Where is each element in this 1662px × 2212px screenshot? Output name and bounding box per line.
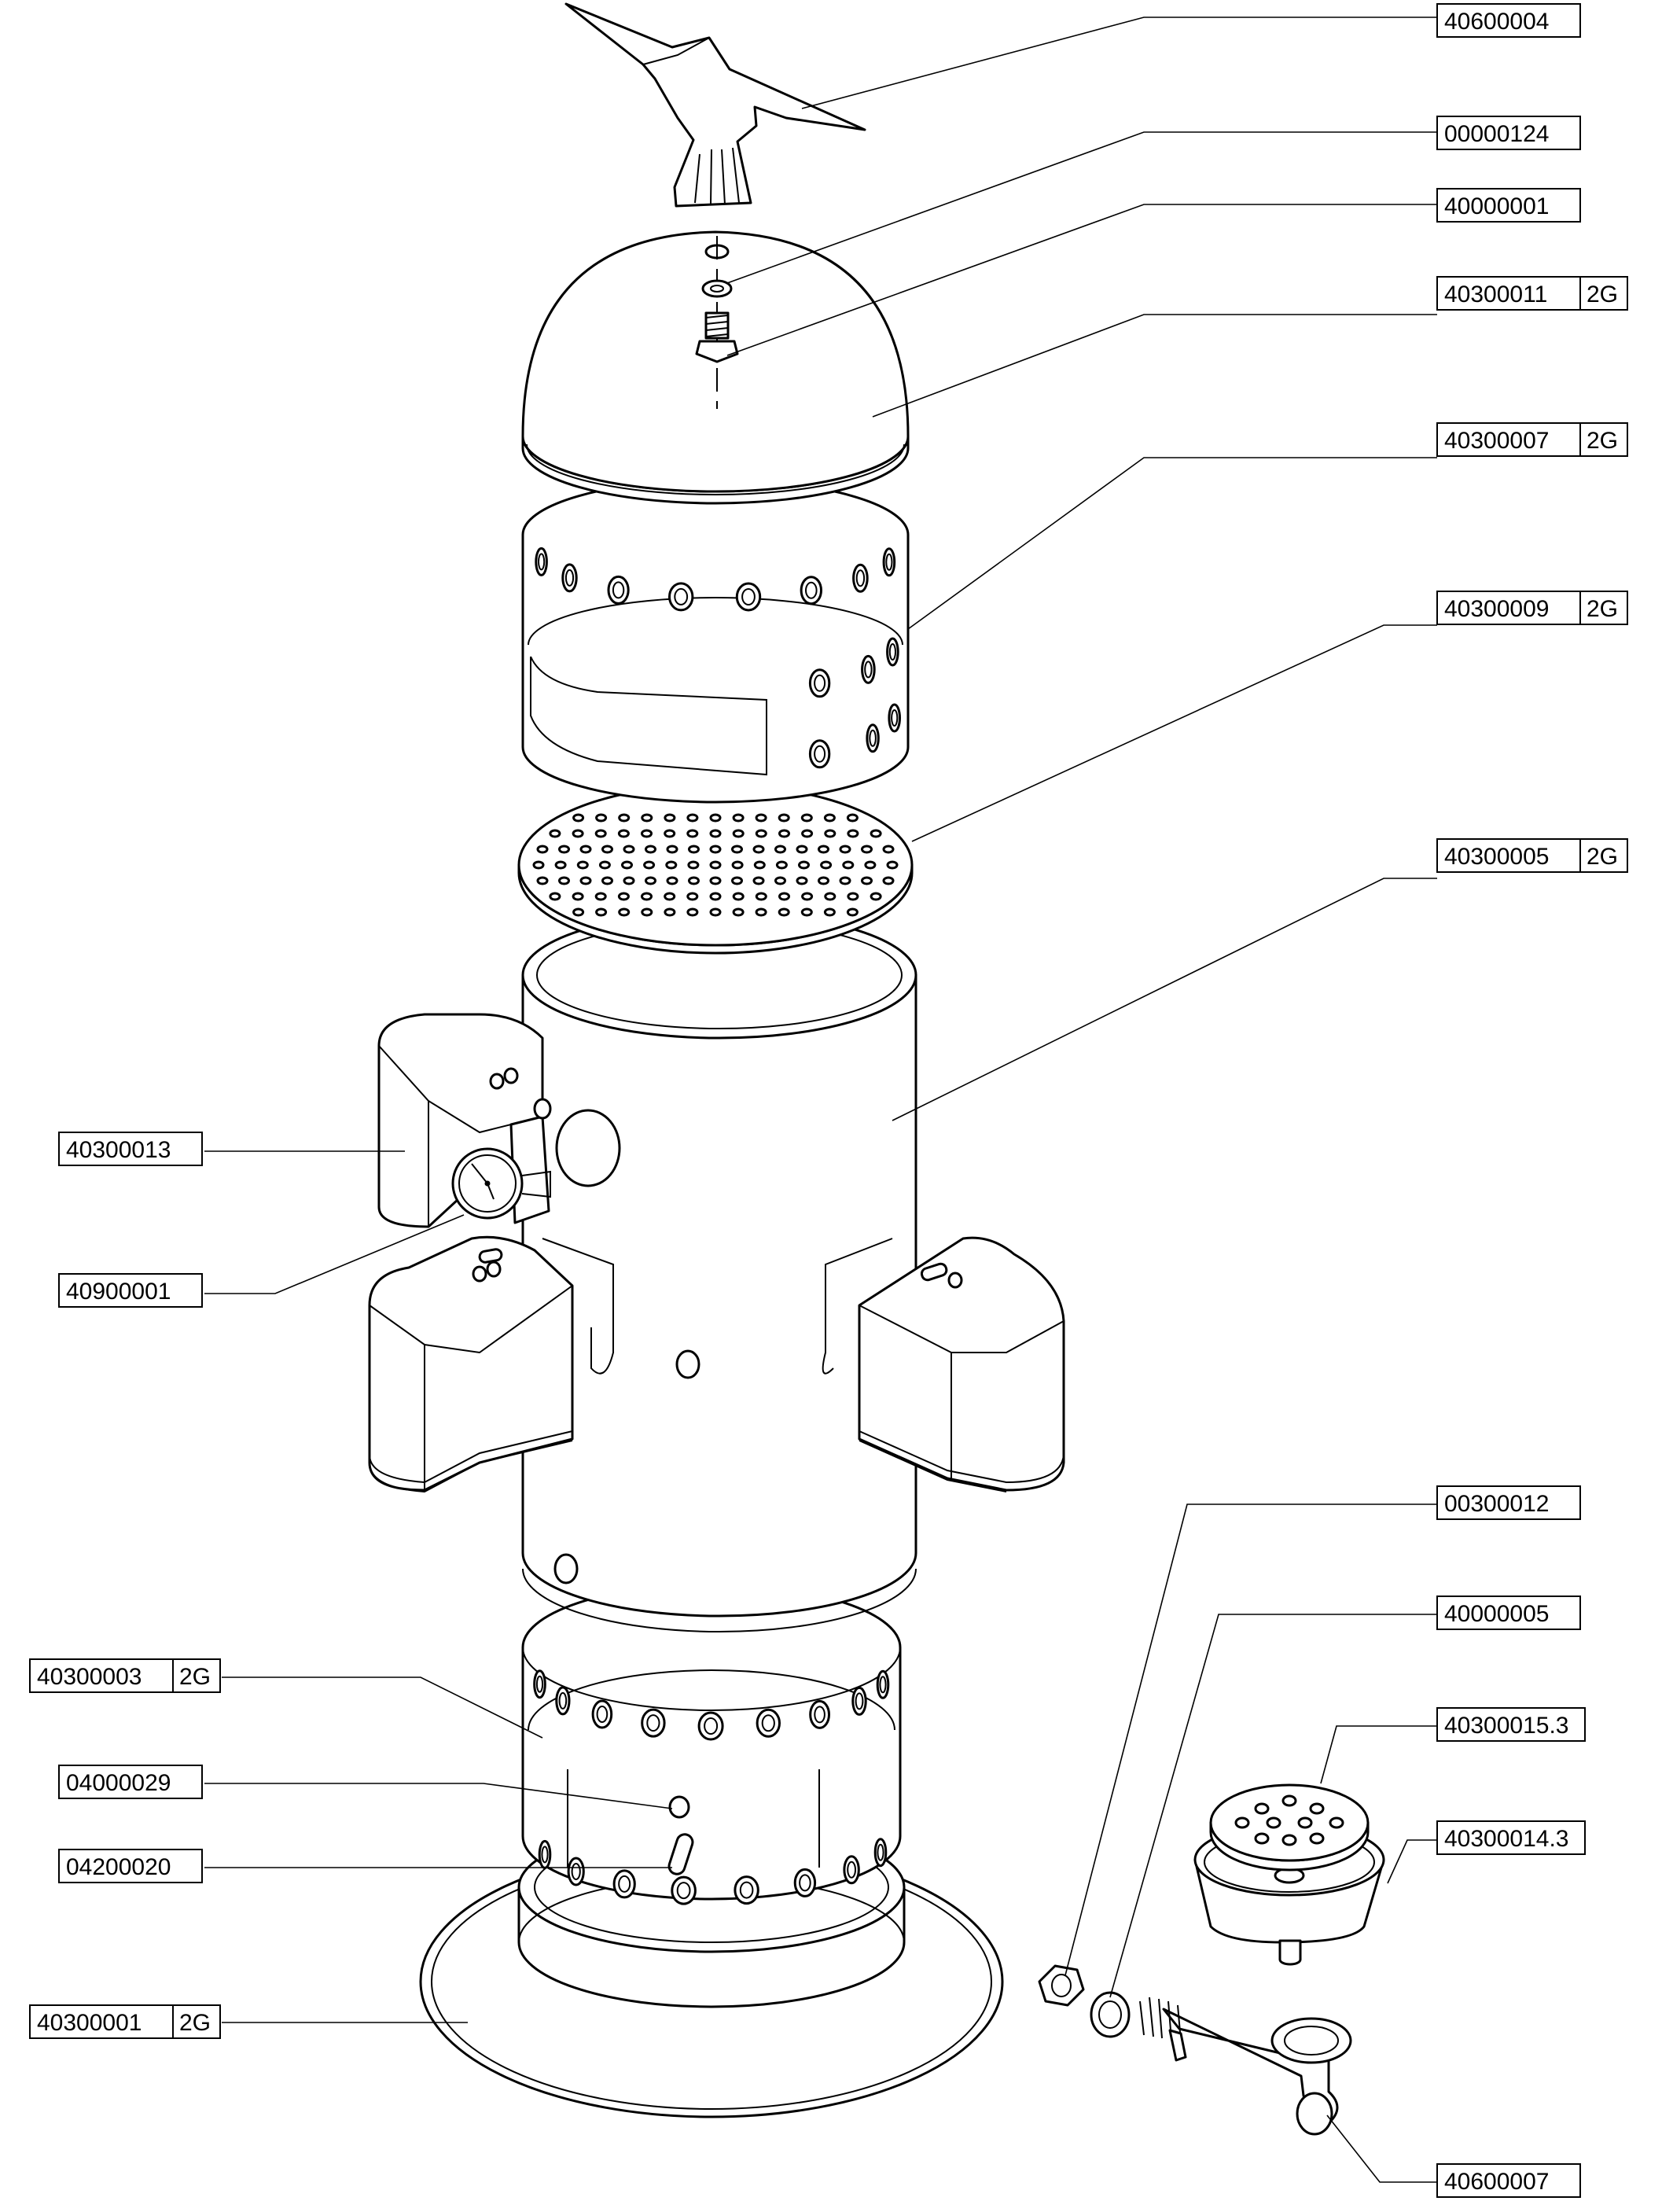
lower-perforated-ring — [521, 1583, 902, 1905]
bolt-hole-04000029 — [668, 1795, 690, 1819]
part-number: 40300007 — [1444, 428, 1549, 454]
part-number: 00000124 — [1444, 121, 1549, 147]
main-cylinder — [521, 911, 917, 1632]
part-number: 40300001 — [37, 2010, 142, 2036]
part-label: 40300003 2G — [29, 1658, 221, 1693]
sealing-ring — [1090, 1991, 1131, 2038]
part-label: 00000124 — [1436, 116, 1581, 150]
bolt — [695, 311, 739, 363]
left-lower-burner-box — [368, 1235, 574, 1493]
part-label: 04200020 — [58, 1849, 203, 1883]
part-label: 04000029 — [58, 1765, 203, 1799]
part-label: 40000001 — [1436, 188, 1581, 223]
part-label: 40300015.3 — [1436, 1707, 1586, 1742]
part-number: 40600007 — [1444, 2169, 1549, 2195]
part-label: 40300013 — [58, 1132, 203, 1166]
pin-04200020 — [667, 1833, 694, 1875]
part-number: 40300011 — [1444, 282, 1547, 307]
part-label: 40300007 2G — [1436, 422, 1628, 457]
dome-lid — [521, 230, 910, 505]
pressure-gauge — [451, 1098, 552, 1224]
part-number: 40300015.3 — [1444, 1713, 1569, 1739]
part-label: 40000005 — [1436, 1596, 1581, 1630]
filter-disc — [1209, 1783, 1370, 1872]
washer — [701, 279, 733, 298]
part-number: 04000029 — [66, 1770, 171, 1796]
right-lower-burner-box — [858, 1236, 1065, 1492]
part-number: 40300005 — [1444, 844, 1549, 870]
leader-lines — [204, 17, 1437, 2183]
part-label: 40300011 2G — [1436, 276, 1628, 311]
part-label: 40300005 2G — [1436, 838, 1628, 873]
part-suffix: 2G — [1587, 844, 1618, 870]
part-suffix: 2G — [1587, 282, 1618, 307]
part-number: 40300003 — [37, 1664, 142, 1690]
bird-ornament — [564, 2, 866, 208]
part-number: 40000005 — [1444, 1601, 1549, 1627]
part-label: 40900001 — [58, 1273, 203, 1308]
part-number: 00300012 — [1444, 1491, 1549, 1517]
part-number: 40600004 — [1444, 9, 1549, 35]
part-number: 40300009 — [1444, 596, 1549, 622]
part-label: 00300012 — [1436, 1485, 1581, 1520]
part-suffix: 2G — [179, 1664, 211, 1690]
part-number: 40000001 — [1444, 193, 1549, 219]
hex-nut — [1038, 1964, 1085, 2007]
part-number: 04200020 — [66, 1854, 171, 1880]
upper-perforated-ring — [521, 478, 910, 804]
part-number: 40900001 — [66, 1279, 171, 1305]
part-number: 40300014.3 — [1444, 1826, 1569, 1852]
part-label: 40600004 — [1436, 3, 1581, 38]
part-label: 40300001 2G — [29, 2004, 221, 2039]
pipe-fitting — [1139, 1997, 1352, 2136]
part-suffix: 2G — [179, 2010, 211, 2036]
part-label: 40600007 — [1436, 2163, 1581, 2198]
part-number: 40300013 — [66, 1137, 171, 1163]
sieve-disc — [517, 783, 914, 955]
part-suffix: 2G — [1587, 596, 1618, 622]
part-label: 40300009 2G — [1436, 591, 1628, 625]
part-suffix: 2G — [1587, 428, 1618, 454]
part-label: 40300014.3 — [1436, 1820, 1586, 1855]
